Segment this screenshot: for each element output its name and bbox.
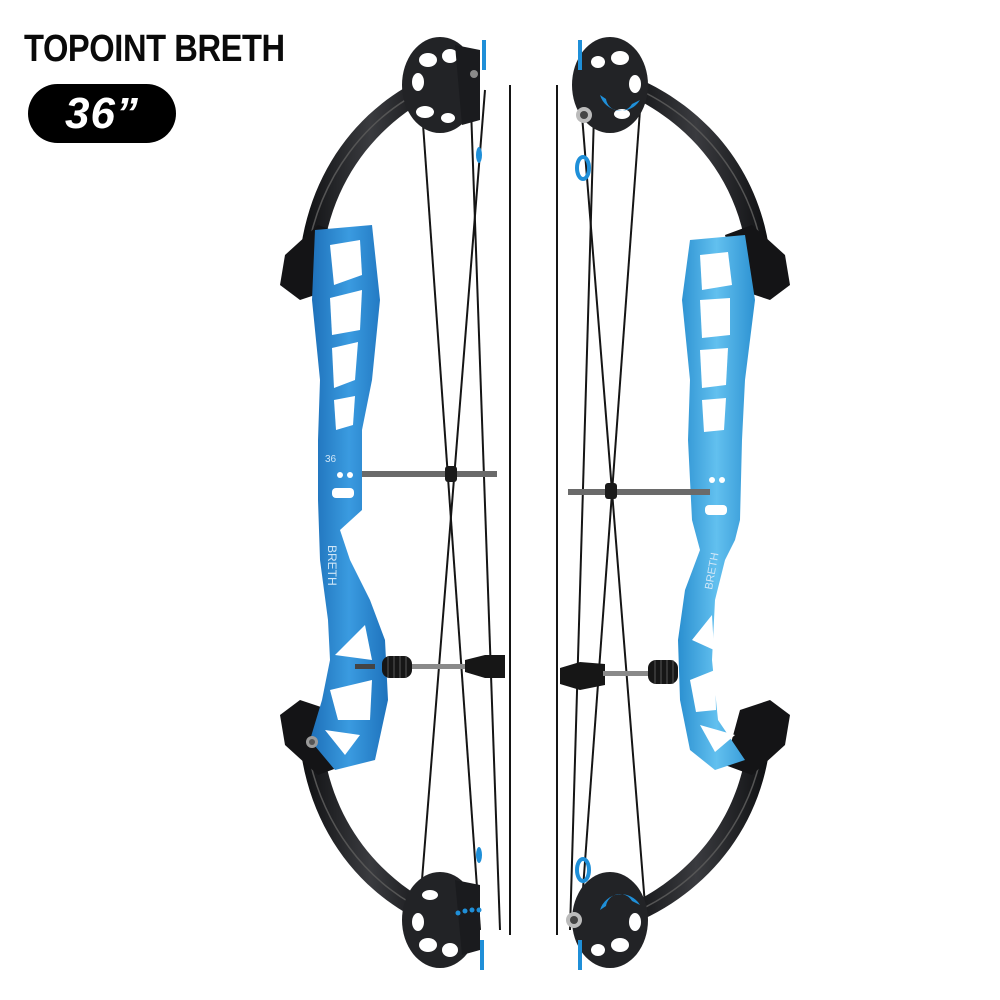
bow-right-riser-cutouts [690, 252, 735, 752]
bow-right-upper-rod [568, 483, 710, 499]
bow-left-size-engraving: 36 [325, 454, 337, 465]
bow-right-cable-slide-top [575, 155, 591, 181]
bow-left-lower-cam [402, 872, 484, 970]
bow-right-lower-cam [566, 872, 648, 970]
bow-right-cable-slide-bottom [575, 857, 591, 883]
bow-left-cable-slide-top [476, 147, 482, 163]
bow-left-dampener [355, 655, 505, 678]
bow-right-strings [556, 79, 646, 935]
bow-left-upper-rod [362, 471, 497, 477]
bow-right-upper-cam [572, 37, 648, 133]
bow-left-cable-slide-bottom [476, 847, 482, 863]
size-badge-label: 36” [65, 88, 139, 138]
product-title: TOPOINT BRETH [24, 28, 285, 70]
bow-left-brand-engraving: BRETH [325, 545, 339, 586]
bow-left-strings [419, 79, 511, 935]
bow-right-dampener [560, 660, 678, 690]
bow-left-upper-cam [402, 37, 486, 133]
bow-left: 36 BRETH [280, 37, 511, 970]
size-badge: 36” [28, 84, 176, 143]
bow-left-riser-cutouts [325, 240, 372, 755]
bow-right: BRETH [556, 37, 790, 970]
bow-right-lower-pocket [725, 700, 790, 775]
